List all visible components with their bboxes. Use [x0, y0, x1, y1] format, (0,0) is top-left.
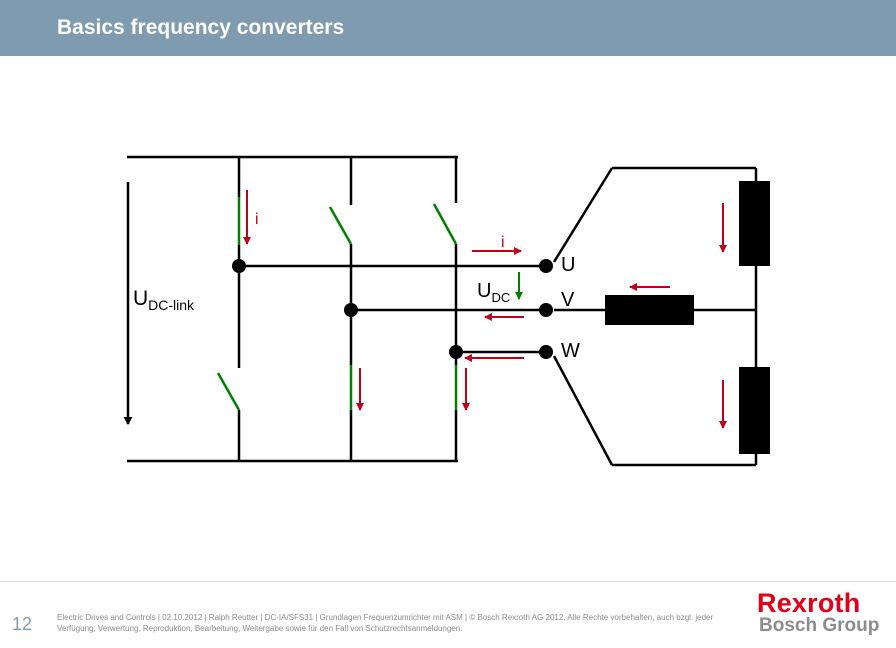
header-bar: Basics frequency converters: [0, 0, 896, 56]
current-arrows: [243, 190, 727, 429]
motor-star-winding: [552, 166, 758, 467]
phase-label-u: U: [561, 254, 575, 276]
phase-label-w: W: [561, 340, 580, 362]
page-number: 12: [12, 614, 33, 634]
footer-legal-text: Electric Drives and Controls | 02.10.201…: [57, 613, 714, 633]
switch-2-upper-open: [328, 206, 353, 245]
rexroth-logo: Rexroth: [757, 588, 861, 618]
circuit-nodes: [232, 259, 553, 359]
switch-1-lower-open: [216, 372, 241, 411]
dc-link-voltage-label: UDC-link: [133, 287, 195, 313]
bosch-group-logo: Bosch Group: [759, 615, 880, 636]
slide-title: Basics frequency converters: [57, 16, 345, 39]
terminal-u: [539, 259, 553, 273]
winding-v-resistor: [605, 295, 694, 325]
node-leg-2: [344, 303, 358, 317]
phase-output-lines: [239, 264, 546, 354]
phase-label-v: V: [561, 289, 575, 311]
winding-w-resistor: [739, 367, 770, 454]
current-label-phase-u: i: [501, 234, 505, 251]
dc-bus: [127, 155, 458, 463]
winding-u-resistor: [739, 181, 770, 266]
switch-3-upper-open: [432, 203, 458, 245]
terminal-w: [539, 345, 553, 359]
inverter-circuit-diagram: UDC-link i i UDC U V W: [123, 155, 770, 467]
node-leg-1: [232, 259, 246, 273]
node-leg-3: [449, 345, 463, 359]
terminal-v: [539, 303, 553, 317]
current-label-leg-1: i: [255, 211, 259, 228]
load-voltage-label: UDC: [477, 280, 510, 305]
footer-divider: [0, 581, 896, 582]
